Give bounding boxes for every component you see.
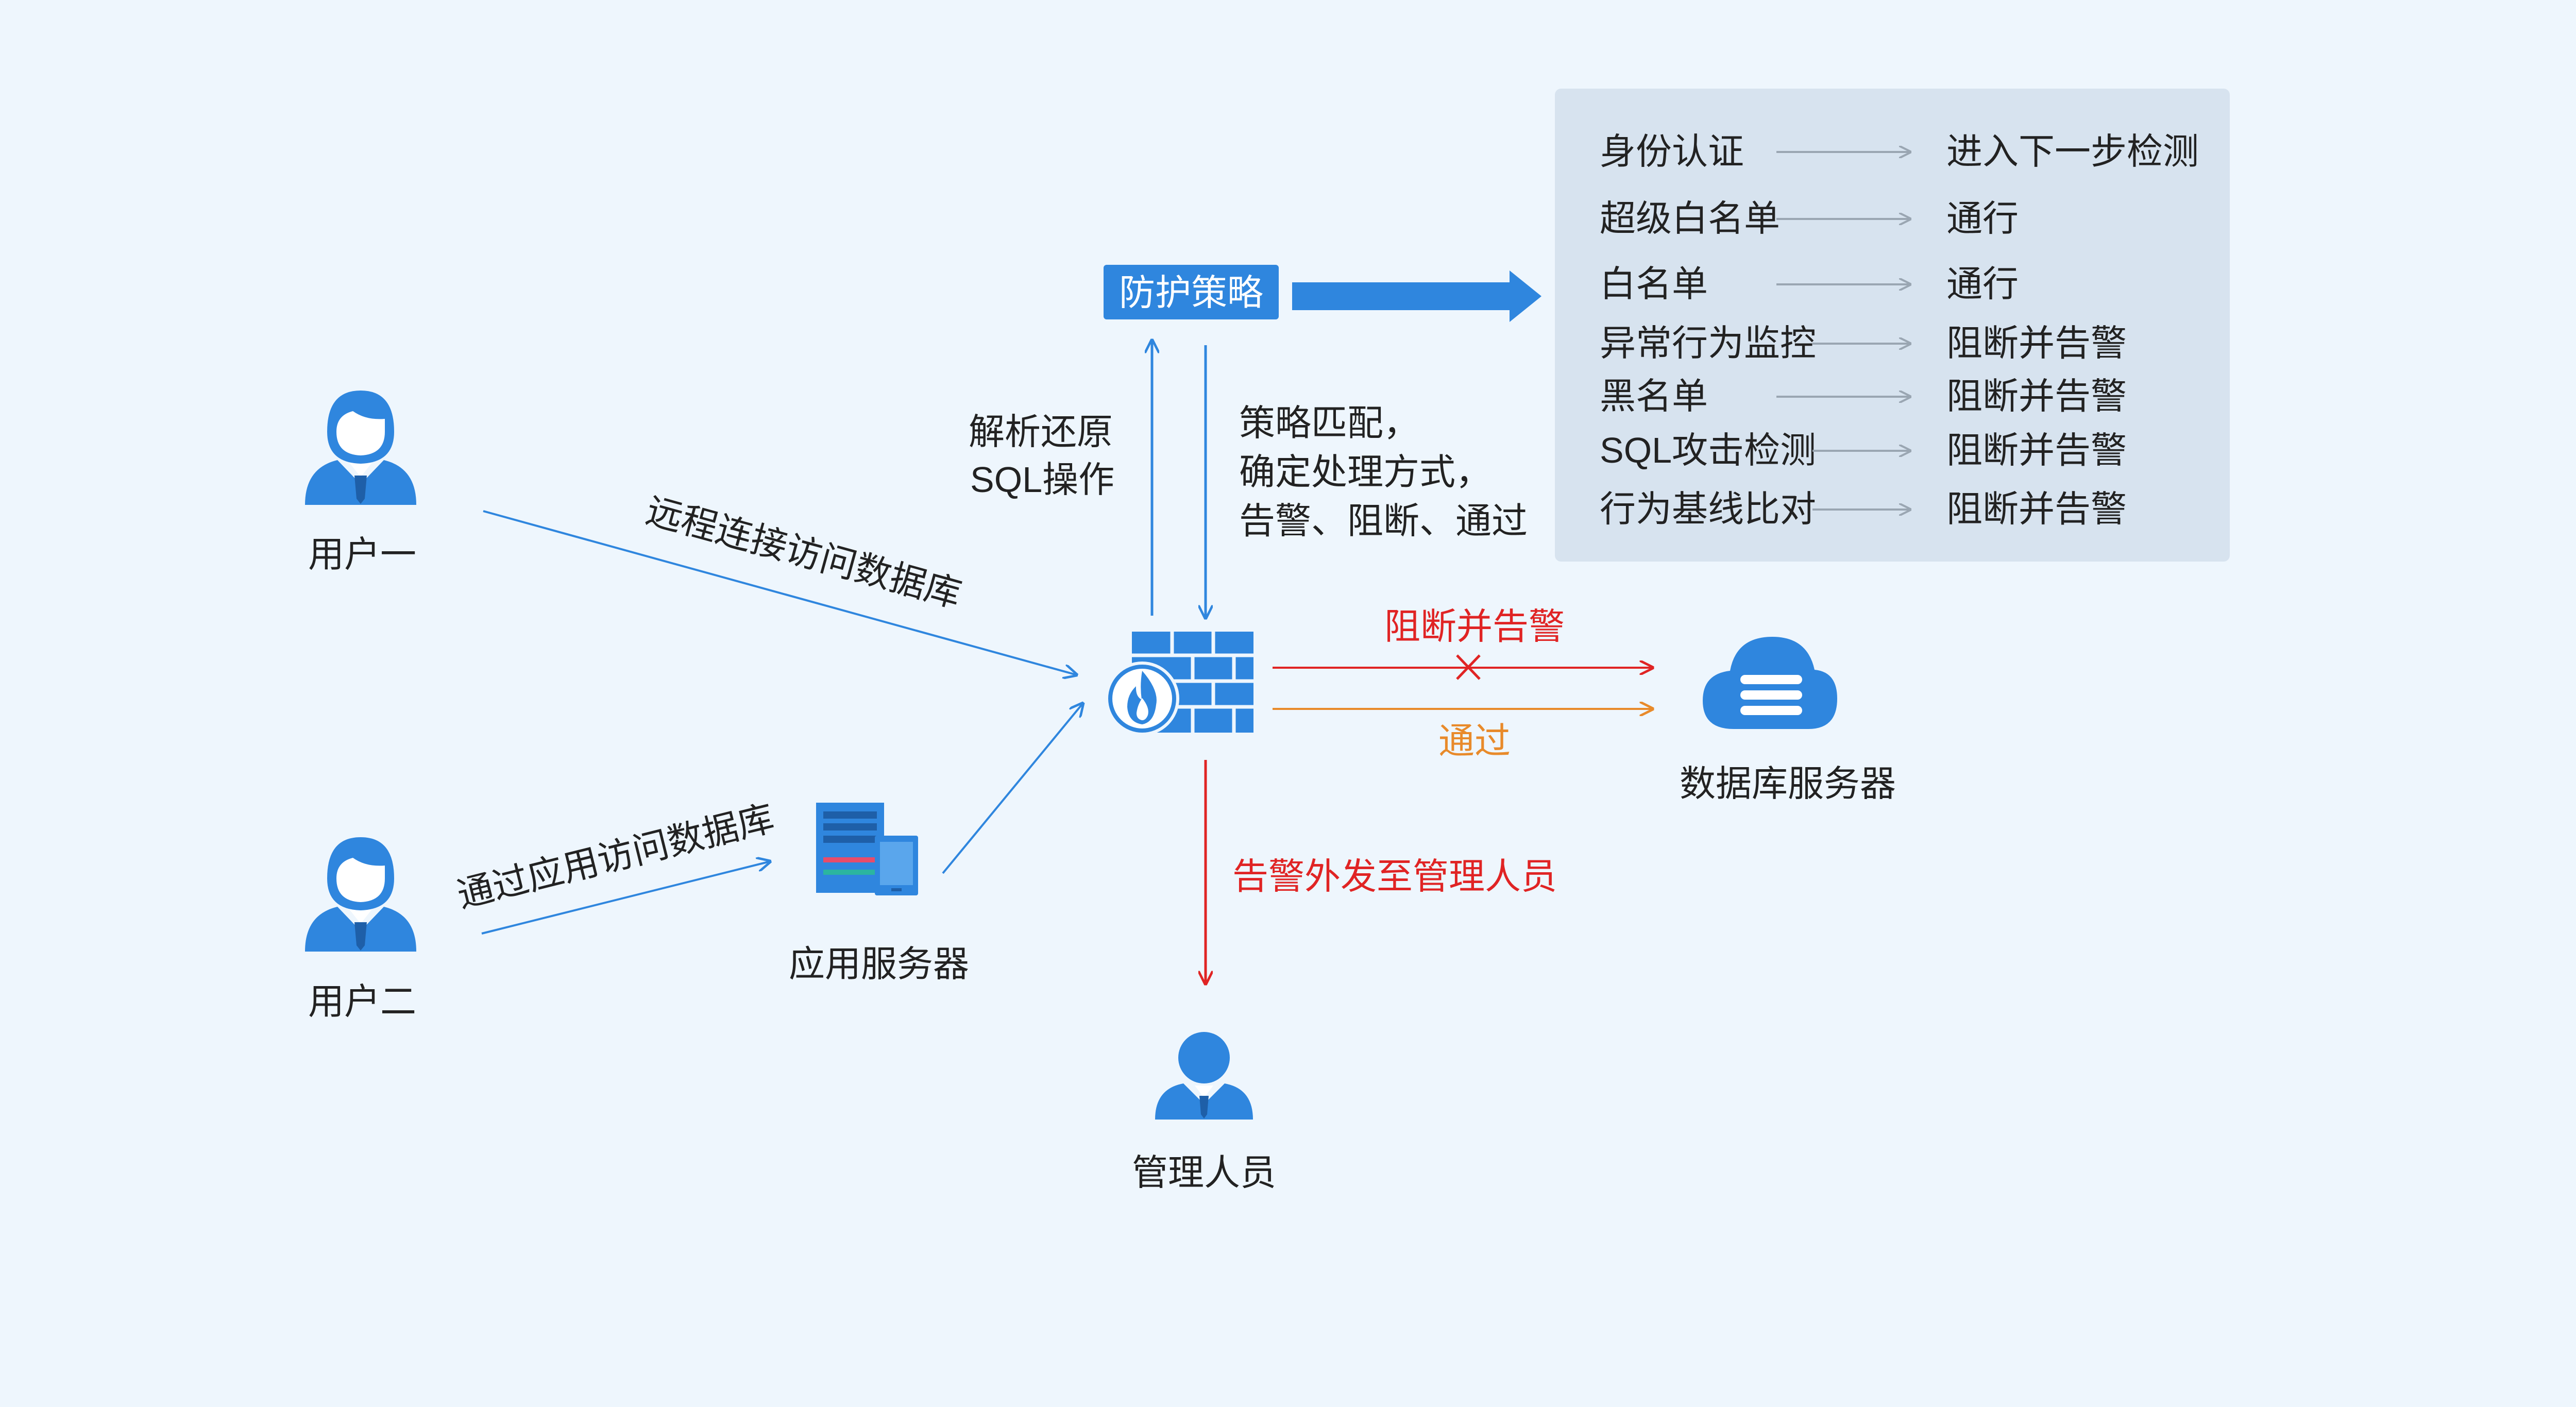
rule-result-5: 阻断并告警 [1946, 376, 2127, 416]
block-label: 阻断并告警 [1384, 606, 1565, 647]
rule-result-1: 进入下一步检测 [1946, 131, 2199, 172]
app-server-label: 应用服务器 [789, 944, 969, 984]
policy-panel [1555, 89, 2230, 562]
pass-label: 通过 [1438, 721, 1511, 761]
app-access-label: 通过应用访问数据库 [453, 798, 778, 915]
cloud-database-icon [1703, 637, 1837, 729]
rule-name-3: 白名单 [1600, 264, 1708, 304]
remote-access-label: 远程连接访问数据库 [642, 490, 965, 615]
app-server-icon [816, 803, 918, 895]
user2-label: 用户二 [308, 981, 416, 1022]
parse-label-line2: SQL操作 [970, 460, 1114, 500]
arrow-user2-appserver [481, 861, 770, 935]
arrow-user1-firewall [483, 510, 1077, 675]
user2-icon [305, 837, 416, 952]
parse-label-line1: 解析还原 [969, 412, 1113, 452]
match-label-line1: 策略匹配， [1239, 403, 1419, 443]
policy-title: 防护策略 [1119, 273, 1263, 313]
user1-label: 用户一 [308, 534, 416, 574]
rule-result-3: 通行 [1946, 264, 2019, 304]
db-server-label: 数据库服务器 [1680, 764, 1896, 804]
policy-big-arrow [1292, 270, 1541, 322]
firewall-icon [1105, 632, 1253, 736]
alert-label: 告警外发至管理人员 [1232, 856, 1557, 896]
rule-result-6: 阻断并告警 [1946, 430, 2127, 470]
admin-label: 管理人员 [1132, 1152, 1276, 1193]
user1-icon [305, 391, 416, 505]
rule-name-7: 行为基线比对 [1600, 489, 1816, 529]
rule-result-4: 阻断并告警 [1946, 323, 2127, 363]
rule-name-1: 身份认证 [1600, 131, 1744, 172]
admin-icon [1155, 1032, 1253, 1120]
policy-title-box [1104, 265, 1279, 319]
block-x-icon [1456, 654, 1481, 680]
rule-result-2: 通行 [1946, 198, 2019, 239]
rule-name-5: 黑名单 [1600, 376, 1708, 416]
match-label-line3: 告警、阻断、通过 [1239, 501, 1528, 541]
rule-name-4: 异常行为监控 [1600, 323, 1816, 363]
rule-name-2: 超级白名单 [1600, 198, 1780, 239]
match-label-line2: 确定处理方式， [1239, 452, 1492, 492]
arrow-appserver-firewall [942, 703, 1083, 874]
policy-rules: 身份认证 进入下一步检测 超级白名单 通行 白名单 通行 异常行为监控 阻断并告… [1600, 131, 2199, 529]
rule-name-6: SQL攻击检测 [1600, 430, 1816, 470]
rule-result-7: 阻断并告警 [1946, 489, 2127, 529]
